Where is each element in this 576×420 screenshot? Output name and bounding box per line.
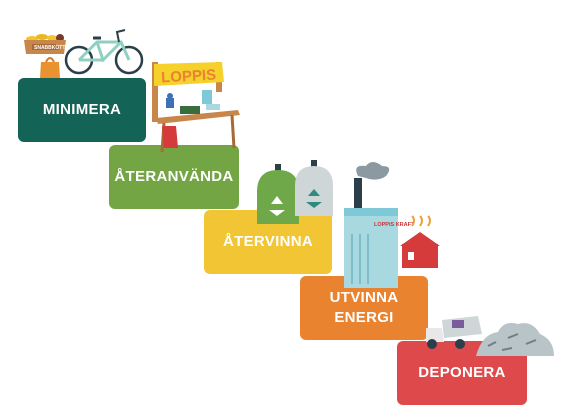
house-icon	[400, 215, 440, 268]
flea-market-stall-icon: LOPPIS	[152, 62, 240, 153]
step-label: UTVINNA ENERGI	[329, 289, 399, 326]
step-label: ÅTERANVÄNDA	[114, 168, 234, 185]
plant-sign: LOPPIS KRAFT	[374, 222, 415, 228]
loppis-sign: LOPPIS	[161, 67, 217, 87]
power-plant-icon: LOPPIS KRAFT	[344, 162, 415, 288]
step-label: ÅTERVINNA	[223, 233, 313, 250]
recycling-bin-gray-icon	[295, 160, 333, 216]
crate-label: SNABBKÖTT	[34, 44, 65, 51]
landfill-pile-icon	[476, 323, 554, 356]
shopping-bag-icon	[40, 57, 60, 78]
step-utvinna-energi: UTVINNA ENERGI	[300, 276, 428, 340]
step-minimera: MINIMERA	[18, 78, 146, 142]
step-label: DEPONERA	[418, 364, 506, 381]
step-label: MINIMERA	[42, 101, 122, 118]
step-ateranvanda: ÅTERANVÄNDA	[109, 145, 239, 209]
fruit-crate-icon: SNABBKÖTT	[24, 34, 66, 54]
garbage-truck-icon	[426, 316, 482, 349]
bicycle-icon	[64, 29, 144, 75]
recycling-bin-green-icon	[257, 164, 299, 224]
